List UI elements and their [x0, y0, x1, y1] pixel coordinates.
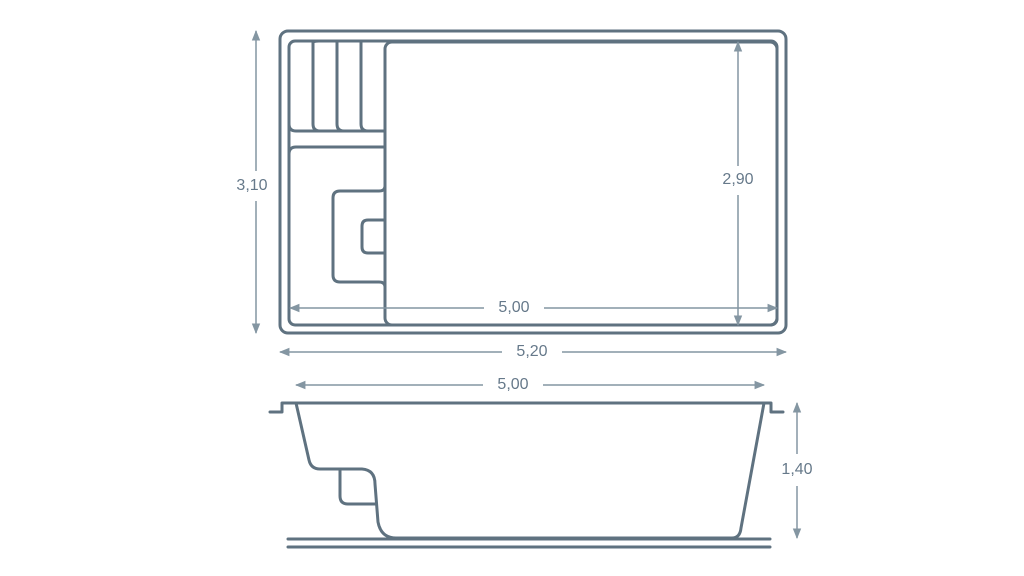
main-basin: [383, 40, 779, 327]
dim-overall-length: 5,20: [516, 343, 547, 360]
step-3: [359, 39, 370, 133]
dim-inner-length: 5,00: [498, 299, 529, 316]
dim-side-length: 5,00: [497, 376, 528, 393]
step-profile: [338, 467, 378, 506]
side-view: 5,00 1,40: [268, 376, 813, 549]
bench-top: [287, 145, 387, 156]
top-view: 3,10 2,90 5,00 5,20: [236, 29, 788, 360]
outer-rim: [278, 29, 788, 335]
pool-profile: [294, 401, 766, 540]
bench-seat: [331, 184, 387, 289]
step-1: [311, 39, 322, 133]
dim-overall-width: 3,10: [236, 177, 267, 194]
dim-inner-width: 2,90: [722, 171, 753, 188]
bench-notch: [360, 218, 387, 255]
dim-depth: 1,40: [781, 461, 812, 478]
step-2: [335, 39, 346, 133]
steps-bottom: [287, 122, 387, 133]
rim-profile: [268, 401, 785, 414]
